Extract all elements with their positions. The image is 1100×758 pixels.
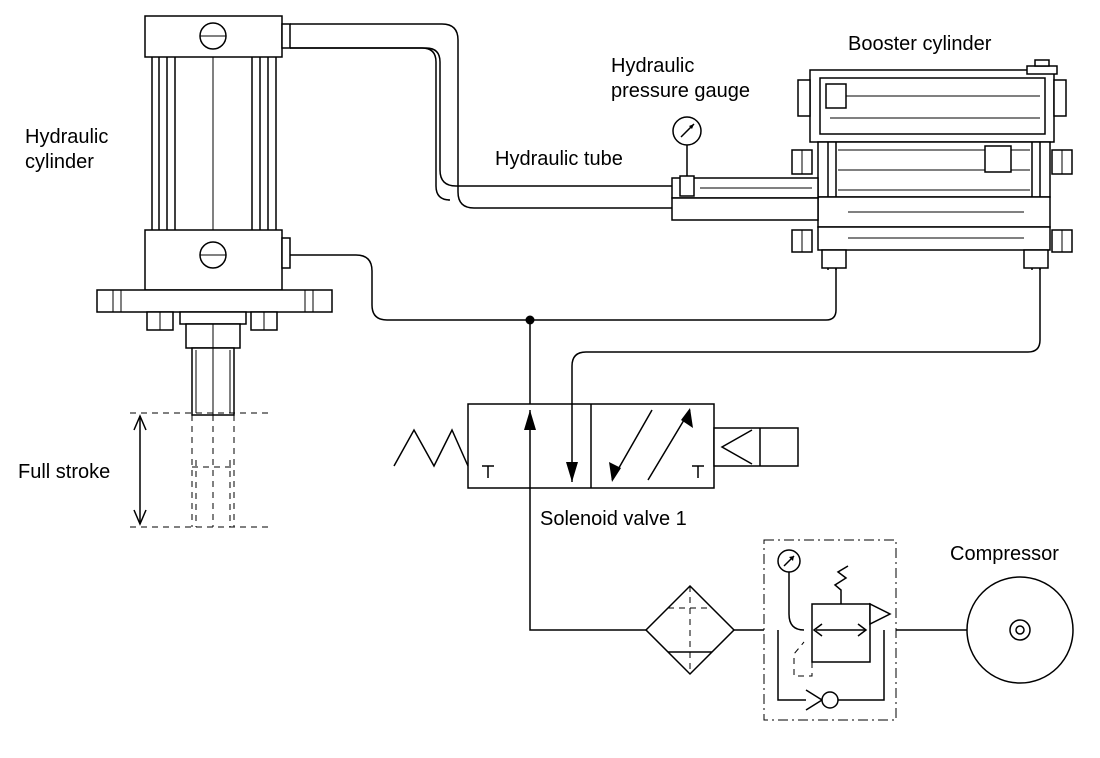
booster-cylinder-label: Booster cylinder — [848, 33, 992, 55]
solenoid-coil-icon — [713, 427, 799, 467]
compressor-icon — [966, 576, 1074, 684]
air-lines — [290, 254, 1041, 631]
pressure-gauge-label-line1: Hydraulic — [611, 55, 694, 77]
hydraulic-cylinder-label-line2: cylinder — [25, 151, 94, 173]
hydraulic-tube-label: Hydraulic tube — [495, 148, 623, 170]
hydraulic-cylinder-icon — [96, 15, 333, 528]
solenoid-valve-icon — [467, 403, 715, 489]
hydraulic-tube — [290, 23, 672, 209]
pressure-gauge-icon — [672, 116, 702, 176]
filter-icon — [644, 584, 736, 676]
booster-cylinder-icon — [671, 59, 1073, 270]
spring-icon — [393, 428, 469, 468]
full-stroke-label: Full stroke — [18, 461, 110, 483]
full-stroke-dimension — [133, 414, 147, 526]
pressure-gauge-label-line2: pressure gauge — [611, 80, 750, 102]
hydraulic-cylinder-label-line1: Hydraulic — [25, 126, 108, 148]
regulator-icon — [763, 539, 897, 721]
compressor-label: Compressor — [950, 543, 1059, 565]
solenoid-valve-label: Solenoid valve 1 — [540, 508, 687, 530]
